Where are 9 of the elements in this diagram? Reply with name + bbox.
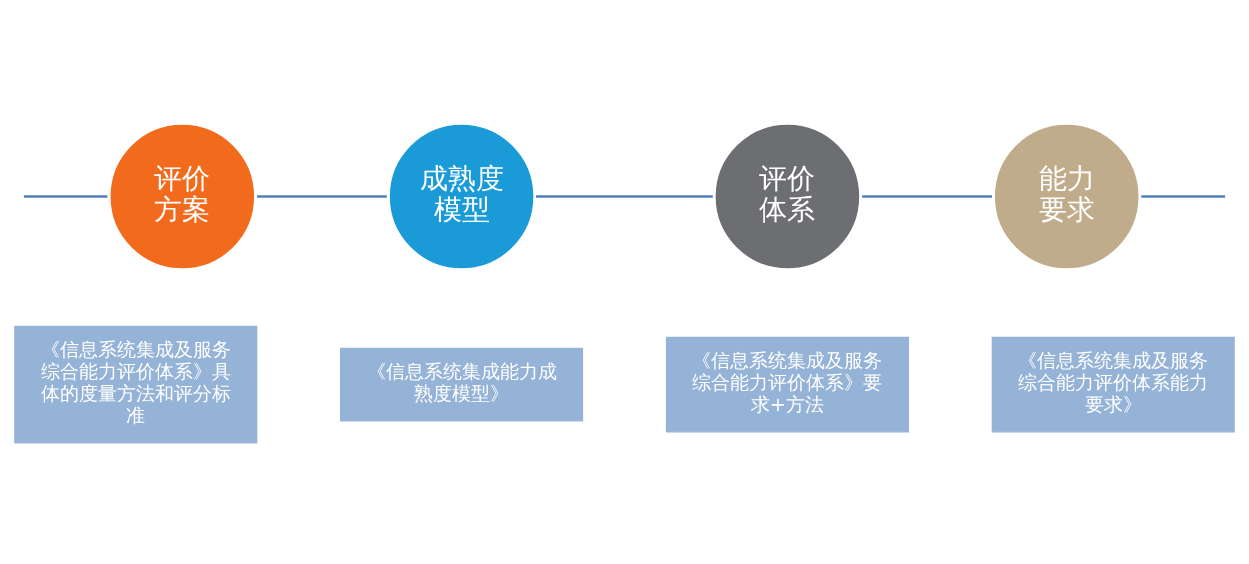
node-box: 《信息系统集成及服务综合能力评价体系》具体的度量方法和评分标准 bbox=[14, 325, 258, 443]
node-box: 《信息系统集成及服务综合能力评价体系能力要求》 bbox=[991, 336, 1235, 432]
node-box: 《信息系统集成及服务综合能力评价体系》要求+方法 bbox=[665, 336, 909, 432]
node-box: 《信息系统集成能力成熟度模型》 bbox=[340, 347, 584, 421]
connector bbox=[257, 194, 387, 198]
connector bbox=[862, 194, 992, 198]
connector bbox=[1141, 194, 1226, 198]
connector bbox=[536, 194, 713, 198]
connector bbox=[23, 194, 108, 198]
